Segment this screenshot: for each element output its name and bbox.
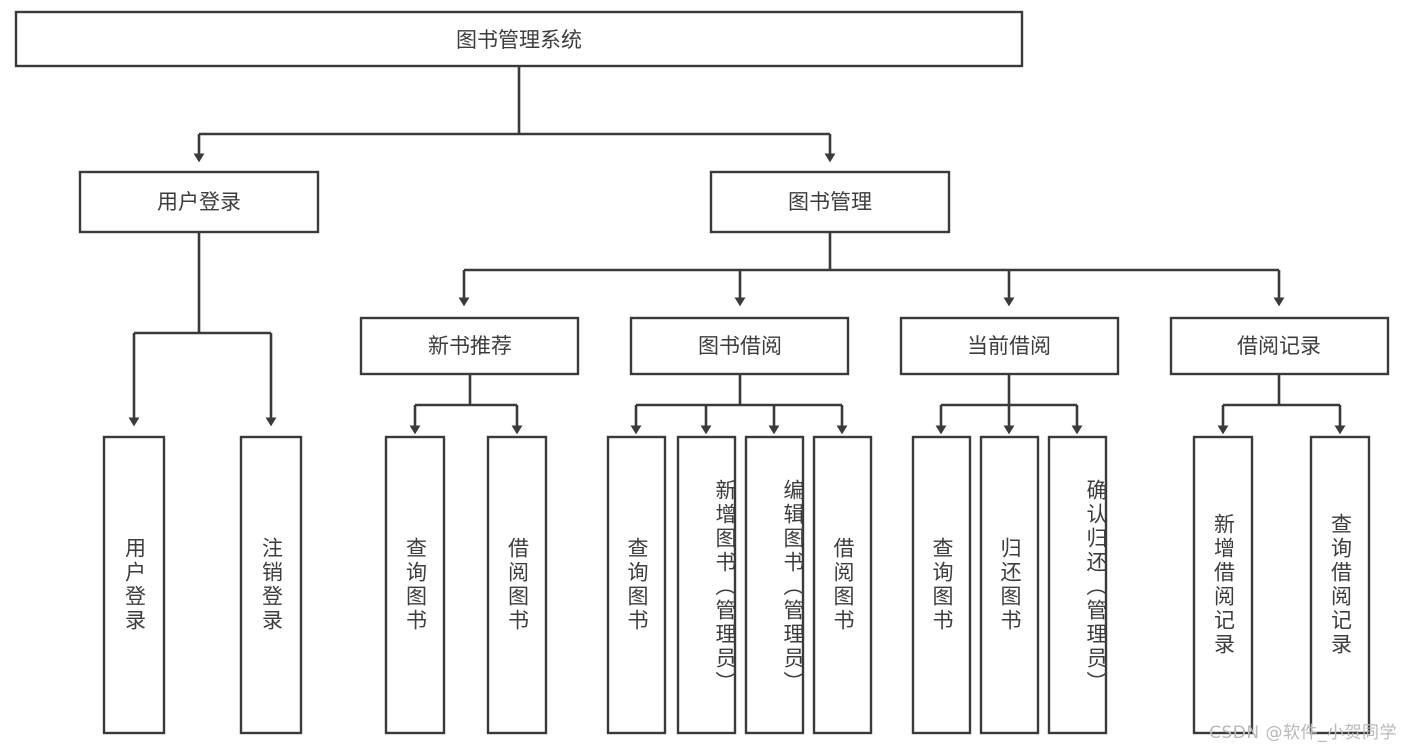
leaf-borrow-book-2-box[interactable] — [812, 435, 873, 735]
edges-book-manage-to-level3 — [458, 232, 1285, 307]
node-book-manage-box[interactable] — [709, 170, 951, 234]
edges-borrow-record-to-leaves — [1217, 374, 1346, 435]
node-book-borrow-label: 图书借阅 — [698, 334, 782, 358]
node-root-box[interactable] — [14, 10, 1024, 68]
node-user-login[interactable]: 用户登录 — [78, 170, 320, 234]
leaf-user-login-box[interactable] — [102, 435, 166, 735]
edges-book-borrow-to-leaves — [630, 374, 848, 435]
node-borrow-record[interactable]: 借阅记录 — [1169, 316, 1390, 376]
node-user-login-label: 用户登录 — [157, 190, 241, 214]
node-borrow-record-label: 借阅记录 — [1237, 334, 1321, 358]
leaf-boxes — [102, 435, 1371, 735]
node-current-borrow-label: 当前借阅 — [967, 334, 1051, 358]
node-new-book-recommend-label: 新书推荐 — [428, 334, 512, 358]
leaf-add-book-box[interactable] — [676, 435, 737, 735]
node-root-label: 图书管理系统 — [456, 28, 582, 52]
node-new-book-recommend[interactable]: 新书推荐 — [359, 316, 580, 376]
edges-new-book-recommend-to-leaves — [409, 374, 523, 435]
leaf-borrow-book-1-box[interactable] — [486, 435, 548, 735]
node-current-borrow-box[interactable] — [899, 316, 1120, 376]
leaf-query-book-3-box[interactable] — [911, 435, 972, 735]
leaf-edit-book-box[interactable] — [744, 435, 805, 735]
edges-root-to-level2 — [193, 66, 836, 163]
leaf-logout-login-box[interactable] — [239, 435, 303, 735]
leaf-query-book-2-box[interactable] — [606, 435, 667, 735]
node-new-book-recommend-box[interactable] — [359, 316, 580, 376]
node-root[interactable]: 图书管理系统 — [14, 10, 1024, 68]
leaf-confirm-return-box[interactable] — [1047, 435, 1108, 735]
leaf-query-book-1-box[interactable] — [384, 435, 446, 735]
csdn-watermark: CSDN @软件_小贺同学 — [1209, 723, 1397, 743]
edges-user-login-to-leaves — [128, 232, 277, 427]
node-book-manage-label: 图书管理 — [788, 190, 872, 214]
node-book-borrow[interactable]: 图书借阅 — [629, 316, 850, 376]
node-book-manage[interactable]: 图书管理 — [709, 170, 951, 234]
node-book-borrow-box[interactable] — [629, 316, 850, 376]
leaf-query-record-box[interactable] — [1309, 435, 1371, 735]
edges-current-borrow-to-leaves — [935, 374, 1083, 435]
leaf-return-book-box[interactable] — [979, 435, 1040, 735]
node-borrow-record-box[interactable] — [1169, 316, 1390, 376]
leaf-add-record-box[interactable] — [1192, 435, 1254, 735]
node-current-borrow[interactable]: 当前借阅 — [899, 316, 1120, 376]
